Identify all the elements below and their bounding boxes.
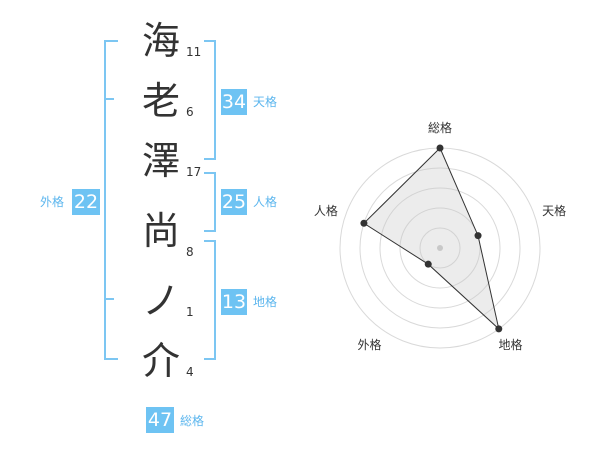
radar-ring-2 [399, 207, 481, 289]
chikaku-value-badge: 13 [221, 289, 247, 315]
stroke-count-1: 11 [186, 45, 202, 59]
jinkaku-bracket-vertical [214, 172, 216, 232]
gaikaku-label: 外格 [40, 195, 65, 209]
tenkaku-bracket-top [204, 40, 216, 42]
tenkaku-bracket-bottom [204, 158, 216, 160]
radar-ring-1 [419, 227, 461, 269]
radar-center-dot [437, 245, 443, 251]
radar-axis-label-soukaku: 総格 [428, 121, 453, 135]
radar-ring-3 [379, 187, 501, 309]
radar-axis-label-tenkaku: 天格 [542, 203, 567, 218]
tenkaku-value-badge: 34 [221, 89, 247, 115]
gaikaku-bracket-bottom [104, 358, 118, 360]
stroke-count-6: 4 [186, 365, 194, 379]
chikaku-bracket-top [204, 240, 216, 242]
name-char-1: 海 [141, 19, 180, 63]
stroke-count-2: 6 [186, 105, 194, 119]
jinkaku-bracket-top [204, 172, 216, 174]
radar-point-3 [424, 260, 432, 268]
tenkaku-bracket-vertical [214, 40, 216, 160]
chikaku-bracket-vertical [214, 240, 216, 360]
soukaku-value-badge: 47 [146, 407, 174, 433]
radar-point-2 [495, 325, 503, 333]
gaikaku-value-badge: 22 [72, 189, 100, 215]
stroke-count-5: 1 [186, 305, 194, 319]
radar-point-0 [436, 144, 444, 152]
stroke-count-3: 17 [186, 165, 202, 179]
name-char-5: ノ [141, 279, 180, 323]
gaikaku-bracket-vertical [104, 40, 106, 360]
radar-axis-label-chikaku: 地格 [498, 338, 523, 353]
name-char-6: 介 [141, 339, 180, 383]
gaikaku-tick-lower [104, 298, 114, 300]
chikaku-label: 地格 [253, 295, 278, 309]
jinkaku-value-badge: 25 [221, 189, 247, 215]
name-char-4: 尚 [141, 209, 180, 253]
gaikaku-bracket-top [104, 40, 118, 42]
radar-value-polygon [363, 147, 500, 331]
radar-axis-label-gaikaku: 外格 [357, 338, 382, 353]
radar-ring-4 [359, 167, 521, 329]
soukaku-label: 総格 [180, 414, 205, 428]
jinkaku-label: 人格 [253, 195, 278, 209]
gaikaku-tick-upper [104, 98, 114, 100]
radar-axis-label-jinkaku: 人格 [313, 203, 338, 218]
tenkaku-label: 天格 [253, 95, 278, 109]
radar-point-1 [474, 232, 482, 240]
radar-point-4 [360, 219, 368, 227]
name-char-2: 老 [141, 79, 180, 123]
radar-chart [339, 144, 541, 349]
jinkaku-bracket-bottom [204, 230, 216, 232]
stroke-count-4: 8 [186, 245, 194, 259]
name-char-3: 澤 [141, 139, 180, 183]
chikaku-bracket-bottom [204, 358, 216, 360]
